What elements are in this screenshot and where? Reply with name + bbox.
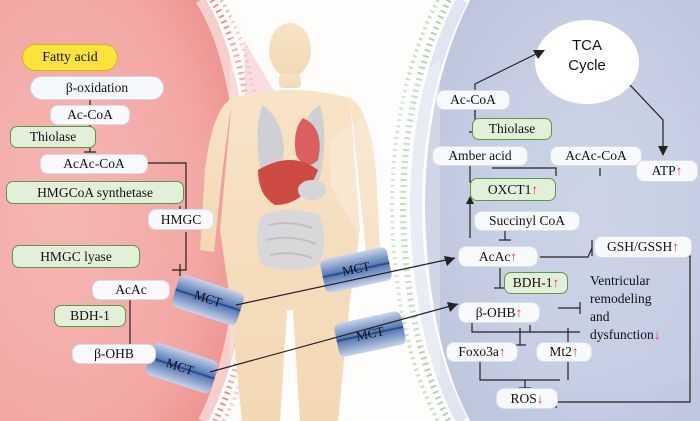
left-acac-label: AcAc bbox=[115, 282, 147, 298]
left-beta-ohb-box: β-OHB bbox=[72, 344, 156, 364]
hmgc-label: HMGC bbox=[160, 211, 202, 227]
beta-oxidation-label: β-oxidation bbox=[65, 80, 129, 96]
hmgc-lyase-box: HMGC lyase bbox=[12, 245, 140, 268]
beta-ohb-up-arrow: ↑ bbox=[515, 304, 523, 320]
fatty-acid-label: Fatty acid bbox=[42, 49, 98, 65]
right-bdh1-box: BDH-1 ↑ bbox=[504, 272, 568, 294]
left-beta-ohb-label: β-OHB bbox=[94, 346, 134, 362]
oxct1-box: OXCT1 ↑ bbox=[470, 178, 556, 201]
left-acac-coa-box: AcAc-CoA bbox=[40, 154, 148, 174]
ventricular-line-2: remodeling bbox=[590, 291, 652, 306]
left-thiolase-box: Thiolase bbox=[10, 126, 96, 148]
oxct1-up-arrow: ↑ bbox=[531, 181, 539, 197]
foxo3a-box: Foxo3a ↑ bbox=[446, 342, 518, 362]
hmgcoa-synthetase-box: HMGCoA synthetase bbox=[6, 181, 184, 204]
tca-line-1: TCA bbox=[572, 37, 602, 54]
hmgcoa-synthetase-label: HMGCoA synthetase bbox=[37, 184, 153, 200]
mt2-up-arrow: ↑ bbox=[571, 344, 579, 360]
right-cell-membrane-dots bbox=[399, 0, 452, 421]
right-cell-membrane-outer bbox=[409, 0, 468, 421]
dysfunction-down-arrow: ↓ bbox=[653, 327, 661, 342]
left-ac-coa-box: Ac-CoA bbox=[50, 105, 130, 125]
gsh-gssh-box: GSH/GSSH ↑ bbox=[594, 236, 692, 258]
acac-up-arrow: ↑ bbox=[510, 248, 518, 264]
succinyl-coa-label: Succinyl CoA bbox=[488, 213, 566, 229]
ventricular-line-3: and bbox=[590, 309, 610, 324]
organs bbox=[257, 105, 326, 270]
right-thiolase-label: Thiolase bbox=[488, 121, 536, 137]
amber-acid-box: Amber acid bbox=[432, 146, 528, 166]
oxct1-label: OXCT1 bbox=[487, 181, 532, 197]
zoom-cone-right bbox=[330, 60, 440, 380]
right-cell-membrane-dots-2 bbox=[389, 0, 440, 421]
right-thiolase-box: Thiolase bbox=[472, 118, 552, 140]
right-acac-coa-label: AcAc-CoA bbox=[565, 148, 627, 164]
foxo3a-label: Foxo3a bbox=[458, 344, 499, 360]
right-ac-coa-box: Ac-CoA bbox=[436, 90, 510, 110]
atp-up-arrow: ↑ bbox=[675, 163, 683, 179]
tca-line-2: Cycle bbox=[568, 57, 606, 74]
tca-cycle-label: TCA Cycle bbox=[552, 36, 622, 76]
left-acac-coa-label: AcAc-CoA bbox=[63, 156, 125, 172]
beta-oxidation-box: β-oxidation bbox=[30, 76, 164, 100]
left-bdh1-box: BDH-1 bbox=[54, 305, 126, 327]
right-acac-box: AcAc ↑ bbox=[458, 246, 538, 267]
hmgc-box: HMGC bbox=[148, 209, 214, 230]
dysfunction-label: dysfunction bbox=[590, 327, 654, 342]
foxo3a-up-arrow: ↑ bbox=[498, 344, 506, 360]
left-acac-box: AcAc bbox=[92, 280, 170, 300]
ventricular-line-1: Ventricular bbox=[590, 273, 650, 288]
bdh1-up-arrow: ↑ bbox=[552, 275, 560, 291]
ros-label: ROS bbox=[510, 390, 537, 406]
mct-transporter-3 bbox=[320, 247, 392, 293]
right-bdh1-label: BDH-1 bbox=[512, 275, 553, 291]
mct-transporter-1 bbox=[171, 274, 245, 326]
hmgc-lyase-label: HMGC lyase bbox=[40, 248, 112, 264]
left-thiolase-label: Thiolase bbox=[29, 129, 77, 145]
fatty-acid-box: Fatty acid bbox=[22, 44, 118, 71]
tca-cycle-circle bbox=[535, 20, 639, 104]
gsh-gssh-label: GSH/GSSH bbox=[606, 239, 673, 255]
amber-acid-label: Amber acid bbox=[448, 148, 512, 164]
mt2-box: Mt2 ↑ bbox=[536, 342, 592, 362]
ros-box: ROS ↓ bbox=[496, 388, 558, 409]
atp-box: ATP ↑ bbox=[636, 160, 698, 182]
gsh-gssh-up-arrow: ↑ bbox=[672, 239, 680, 255]
mct-transporter-2 bbox=[145, 342, 219, 394]
ventricular-remodeling-text: Ventricular remodeling and dysfunction↓ bbox=[590, 272, 661, 344]
right-acac-coa-box: AcAc-CoA bbox=[550, 146, 642, 166]
left-ac-coa-label: Ac-CoA bbox=[67, 107, 113, 123]
right-beta-ohb-box: β-OHB ↑ bbox=[458, 302, 540, 323]
succinyl-coa-box: Succinyl CoA bbox=[474, 211, 580, 231]
right-ac-coa-label: Ac-CoA bbox=[450, 92, 496, 108]
right-acac-label: AcAc bbox=[478, 248, 511, 264]
ventricular-line-4: dysfunction↓ bbox=[590, 326, 661, 344]
right-beta-ohb-label: β-OHB bbox=[475, 304, 516, 320]
atp-label: ATP bbox=[651, 163, 676, 179]
mt2-label: Mt2 bbox=[549, 344, 572, 360]
left-bdh1-label: BDH-1 bbox=[70, 308, 110, 324]
ros-down-arrow: ↓ bbox=[536, 390, 544, 406]
